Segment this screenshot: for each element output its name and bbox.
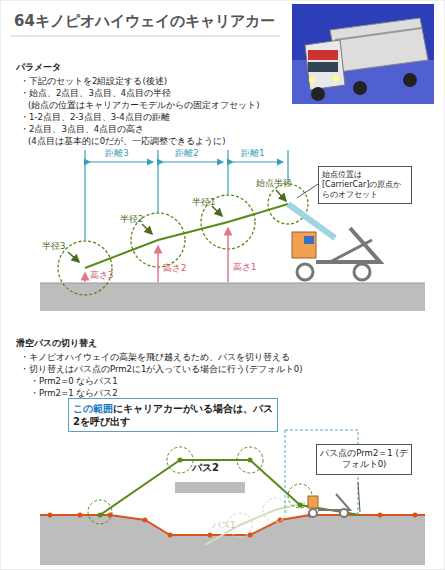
label: 高さ3 (90, 270, 113, 280)
callout-text: この範囲 (73, 403, 113, 414)
carrier-car-small (308, 494, 350, 517)
label: (始点の位置はキャリアカーモデルからの固定オフセット) (28, 100, 260, 110)
label: パス1 (212, 520, 236, 531)
carrier-car (288, 204, 380, 280)
label: (4点目は基本的に0だが、一応調整できるように) (28, 136, 225, 146)
label: ・2点目、3点目、4点目の高さ (20, 124, 144, 134)
label: パス2 (192, 462, 219, 474)
callout-box: この範囲にキャリアカーがいる場合は、パス2を呼び出す (68, 398, 278, 432)
callout-box: 始点位置は[CarrierCar]の原点からのオフセット (318, 166, 412, 204)
label: ・始点、2点目、3点目、4点目の半径 (20, 88, 171, 98)
label: ・Prm2=1 ならパス2 (30, 388, 118, 398)
label: 距離1 (240, 148, 266, 159)
label: ・Prm2=0 ならパス1 (30, 376, 118, 386)
label: 高さ2 (163, 263, 186, 273)
label: 滑空パスの切り替え (16, 338, 97, 349)
label: ・切り替えはパス点のPrm2に1が入っている場合に行う(デフォルト0) (20, 364, 302, 374)
label: 半径1 (192, 197, 215, 207)
label: パラメータ (16, 62, 61, 73)
label: 距離2 (174, 148, 200, 159)
label: 高さ1 (233, 262, 256, 272)
callout-text: パス点のPrm2＝1 (デフォルト0) (320, 448, 407, 469)
label: 距離3 (104, 148, 130, 159)
label: ・1-2点目、2-3点目、3-4点目の距離 (20, 112, 170, 122)
label: ・下記のセットを2組設定する(後述) (20, 76, 167, 86)
label: ・キノピオハイウェイの高架を飛び越えるため、パスを切り替える (20, 352, 290, 362)
label: 半径2 (120, 214, 143, 224)
callout-box: パス点のPrm2＝1 (デフォルト0) (316, 444, 412, 475)
label: 始点半径 (256, 178, 292, 188)
label: 半径3 (42, 241, 65, 251)
truck-image (292, 4, 434, 104)
title: 64キノピオハイウェイのキャリアカー (14, 12, 275, 30)
callout-text: 始点位置は[CarrierCar]の原点からのオフセット (322, 170, 401, 199)
